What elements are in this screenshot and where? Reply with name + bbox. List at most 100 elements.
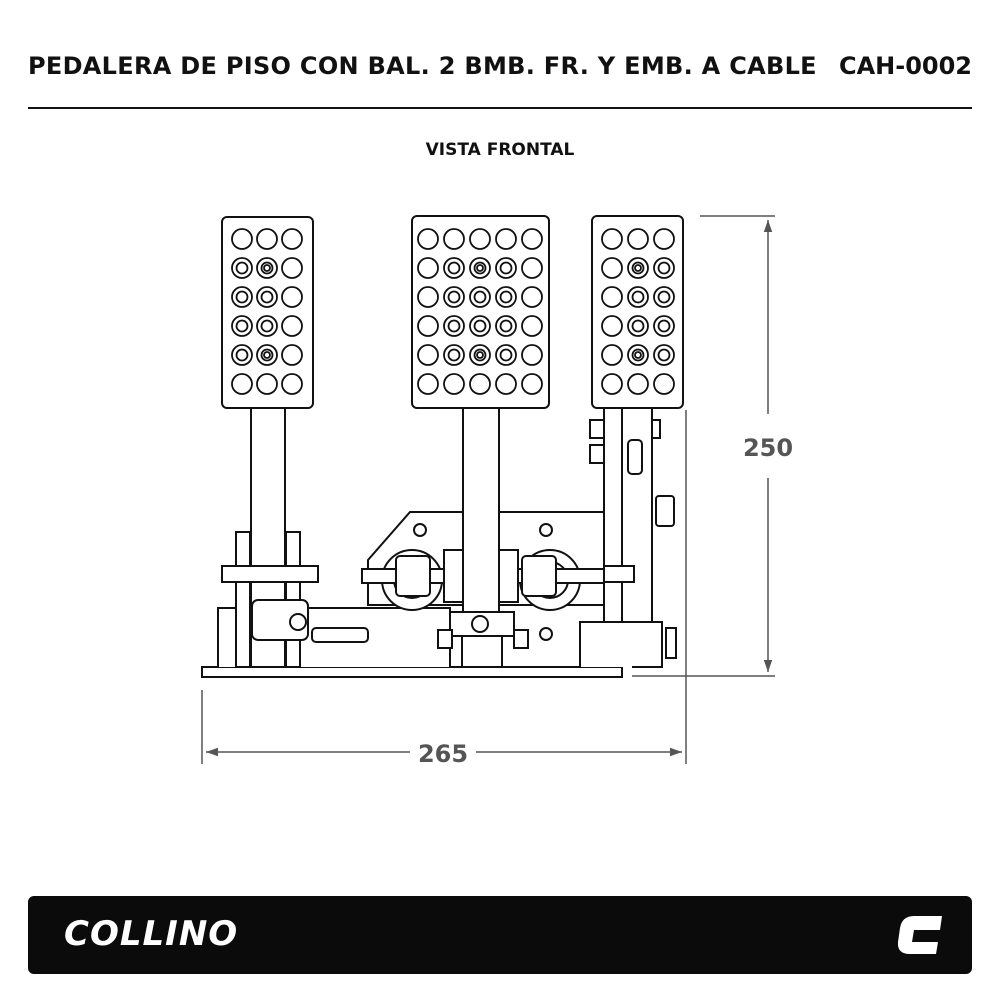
center-pad-hole-ring (447, 319, 461, 333)
bracket-hole-lower-right (539, 627, 553, 641)
pedal-assembly (201, 215, 684, 678)
right-pad-hole (601, 286, 623, 308)
center-pivot-base (461, 635, 503, 668)
right-pad-hole-ring (631, 261, 645, 275)
right-pad-hole (653, 228, 675, 250)
right-mount-bolt (665, 627, 677, 659)
left-pad-hole (256, 373, 278, 395)
center-pad-hole (521, 373, 543, 395)
center-pad-hole-ring (499, 348, 513, 362)
right-pad-hole (627, 286, 649, 308)
center-pad-hole (521, 228, 543, 250)
right-pad-hole-ring (657, 261, 671, 275)
right-pad-hole-ring (631, 348, 645, 362)
center-pad-hole (417, 373, 439, 395)
clevis-right (521, 555, 557, 597)
center-pad-hole (495, 228, 517, 250)
left-pad-hole (281, 257, 303, 279)
center-pad-hole (495, 286, 517, 308)
center-pad-hole (521, 257, 543, 279)
right-pad-hole (627, 315, 649, 337)
center-pivot-bolt (471, 615, 489, 633)
left-pad-hole (281, 228, 303, 250)
center-pad-hole-ring (499, 290, 513, 304)
right-pad-hole (653, 315, 675, 337)
left-pad-hole (281, 344, 303, 366)
left-pad-hole (231, 257, 253, 279)
dim-width-value: 265 (418, 740, 468, 768)
center-pad-hole-ring (473, 348, 487, 362)
center-pad-hole (443, 286, 465, 308)
right-pad-hole (653, 257, 675, 279)
left-pad-hole (231, 315, 253, 337)
right-mount-plate (579, 621, 663, 668)
center-pad-hole (443, 344, 465, 366)
center-pad-hole-ring (473, 290, 487, 304)
right-arm-nut-c (651, 419, 661, 439)
center-pad-hole (417, 257, 439, 279)
center-pad-hole (521, 315, 543, 337)
center-pad-hole (495, 344, 517, 366)
center-pad-hole (443, 228, 465, 250)
left-pad-hole (281, 315, 303, 337)
left-pad-hole-ring (235, 290, 249, 304)
left-pad-hole (256, 257, 278, 279)
center-pad-hole (443, 315, 465, 337)
dim-height-value: 250 (743, 434, 793, 462)
cable-clip (655, 495, 675, 527)
center-pad-hole (495, 315, 517, 337)
collino-c-logo-icon (897, 916, 942, 954)
brand-wordmark: COLLINO (64, 914, 239, 954)
header-divider (28, 107, 972, 109)
left-pad-hole (231, 373, 253, 395)
left-pad-hole (231, 344, 253, 366)
bracket-hole-left (413, 523, 427, 537)
left-pad-hole-ring (260, 348, 274, 362)
drawing-title: PEDALERA DE PISO CON BAL. 2 BMB. FR. Y E… (28, 52, 817, 80)
center-pad-hole (469, 373, 491, 395)
spacer-right (497, 549, 519, 603)
center-pad-hole (417, 286, 439, 308)
left-pad-hole (281, 286, 303, 308)
view-label: VISTA FRONTAL (425, 140, 575, 160)
left-pad-hole-ring (235, 319, 249, 333)
left-pad-hole-ring (260, 290, 274, 304)
right-arm-nut-b (589, 444, 605, 464)
left-arm-side-plate-a (235, 531, 251, 668)
right-pad-hole (627, 257, 649, 279)
center-nut-left (437, 629, 453, 649)
right-arm-nut-a (589, 419, 605, 439)
left-pad-hole-ring (235, 261, 249, 275)
dimensions (201, 215, 775, 764)
right-pad-screw (634, 264, 642, 272)
center-pad-hole (417, 315, 439, 337)
center-pedal-arm (462, 407, 500, 613)
center-pad-hole (469, 344, 491, 366)
center-pedal-pad (411, 215, 550, 409)
center-pad-hole-ring (499, 319, 513, 333)
right-pedal-arm (603, 407, 623, 623)
left-pad-screw (263, 351, 271, 359)
right-pad-hole-ring (657, 348, 671, 362)
right-pad-hole (627, 228, 649, 250)
center-pad-hole (469, 228, 491, 250)
center-pad-hole (495, 373, 517, 395)
center-pad-hole-ring (499, 261, 513, 275)
center-pad-hole (521, 286, 543, 308)
left-pad-hole-ring (260, 319, 274, 333)
center-pad-screw (476, 264, 484, 272)
center-pad-hole-ring (447, 261, 461, 275)
right-pad-hole (627, 373, 649, 395)
header: PEDALERA DE PISO CON BAL. 2 BMB. FR. Y E… (28, 48, 972, 88)
center-pad-screw (476, 351, 484, 359)
right-pad-hole-ring (657, 319, 671, 333)
left-pad-hole (256, 344, 278, 366)
right-pad-hole-ring (631, 290, 645, 304)
left-pivot-shaft (221, 565, 319, 583)
base-plate (201, 666, 623, 678)
center-pad-hole-ring (447, 348, 461, 362)
left-pad-hole-ring (260, 261, 274, 275)
spacer-left (443, 549, 465, 603)
left-pad-hole (256, 286, 278, 308)
right-pad-hole-ring (631, 319, 645, 333)
